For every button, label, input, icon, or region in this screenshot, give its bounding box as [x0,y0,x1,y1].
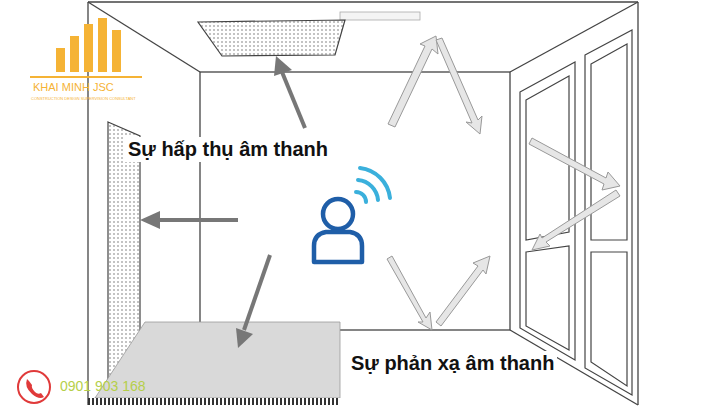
logo-buildings [30,18,142,78]
ceiling-absorber [198,20,345,56]
floor-edge [88,398,340,405]
phone-watermark: 0901 903 168 [60,378,146,394]
logo-text: KHAI MINH JSC [33,81,114,94]
window [520,30,632,395]
room-outline [88,2,638,405]
reflection-arrow [387,36,620,330]
absorption-arrow [140,56,305,348]
sound-waves [356,168,390,202]
person-icon [314,199,362,262]
logo-subtitle: CONSTRUCTION DESIGN SUPERVISION CONSULTA… [31,97,136,102]
callout-label: Sự hấp thụ âm thanh [125,137,331,162]
callout-label: Sự phản xạ âm thanh [348,351,557,376]
phone-icon [18,371,50,403]
ceiling-fixture [340,12,420,20]
